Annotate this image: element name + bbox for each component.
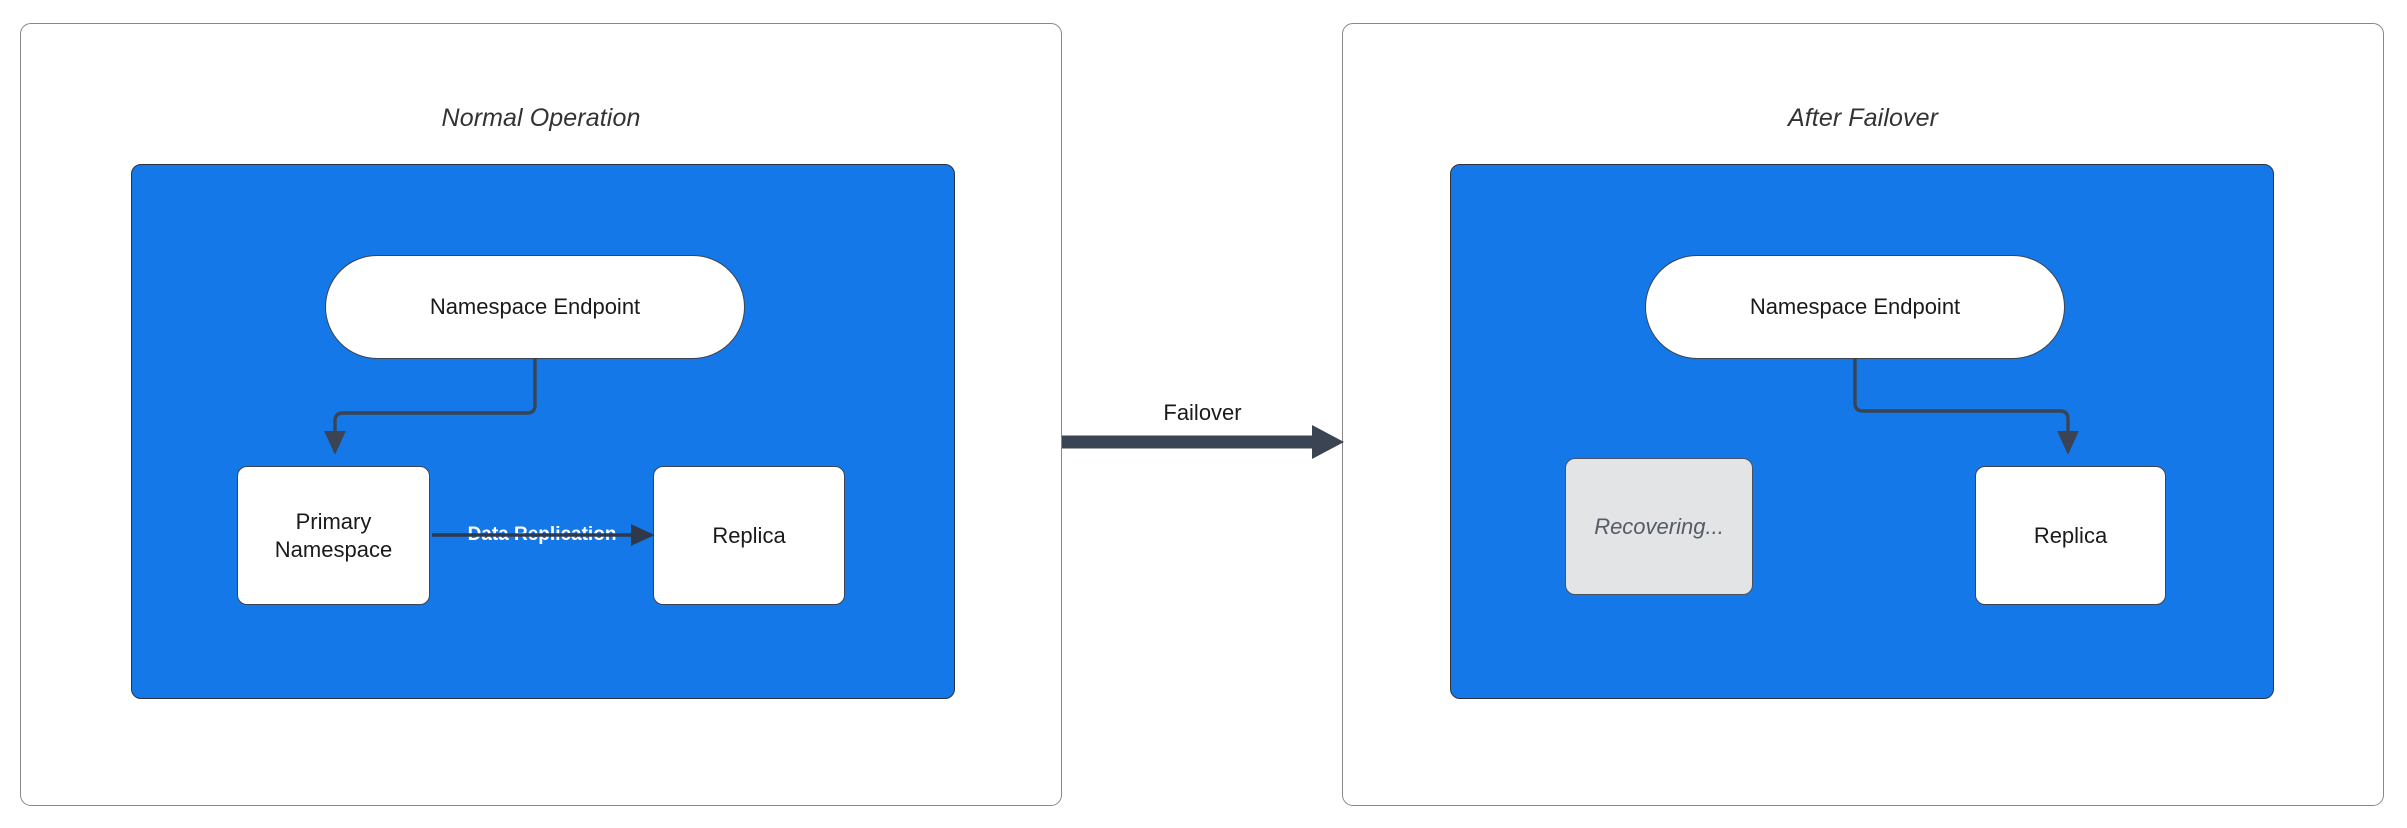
node-primary-namespace[interactable]: Primary Namespace bbox=[237, 466, 430, 605]
panel-title-after-failover: After Failover bbox=[1787, 104, 1939, 132]
failover-arrow bbox=[1062, 425, 1344, 459]
node-recovering[interactable]: Recovering... bbox=[1565, 458, 1753, 595]
node-label: Replica bbox=[712, 522, 786, 548]
node-label-line2: Namespace bbox=[274, 536, 393, 562]
node-label: Namespace Endpoint bbox=[429, 294, 641, 320]
transition-label-failover: Failover bbox=[1163, 400, 1242, 425]
zone-after-failover bbox=[1450, 164, 2274, 699]
node-replica-right[interactable]: Replica bbox=[1975, 466, 2166, 605]
node-replica-left[interactable]: Replica bbox=[653, 466, 845, 605]
edge-label-data-replication: Data Replication bbox=[467, 524, 617, 545]
node-label: Replica bbox=[2033, 522, 2108, 548]
node-namespace-endpoint-right[interactable]: Namespace Endpoint bbox=[1645, 255, 2065, 359]
node-label-line1: Primary bbox=[295, 509, 372, 534]
node-label: Recovering... bbox=[1594, 513, 1724, 539]
zone-normal-operation bbox=[131, 164, 955, 699]
node-label: Primary Namespace bbox=[275, 508, 392, 563]
panel-title-normal-operation: Normal Operation bbox=[441, 104, 641, 132]
node-namespace-endpoint-left[interactable]: Namespace Endpoint bbox=[325, 255, 745, 359]
node-label: Namespace Endpoint bbox=[1749, 294, 1961, 320]
